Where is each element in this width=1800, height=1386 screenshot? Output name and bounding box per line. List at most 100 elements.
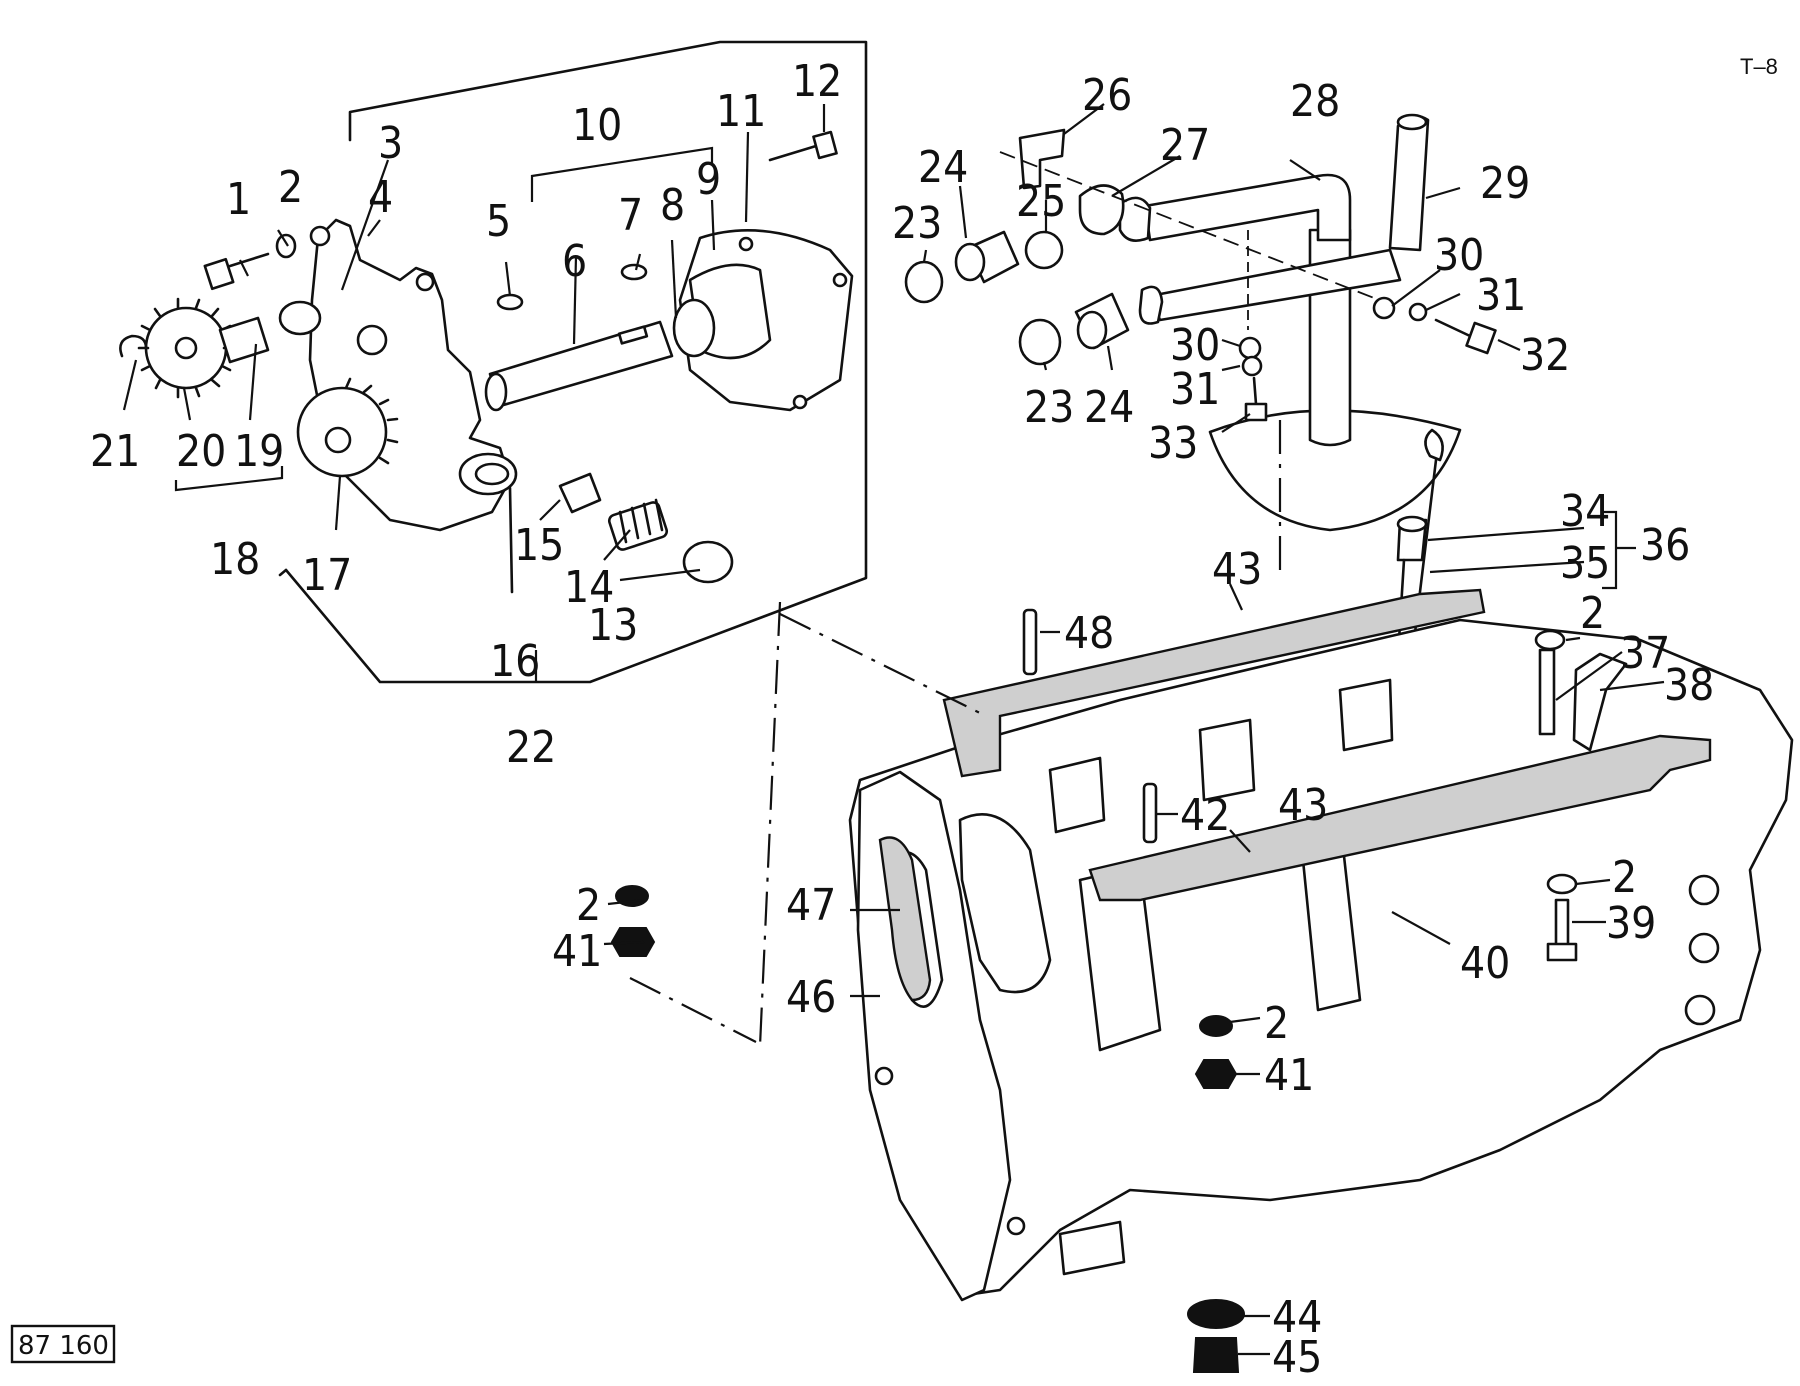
callout-41-center: 41 bbox=[1264, 1050, 1314, 1101]
callout-18: 18 bbox=[210, 534, 260, 585]
callout-40: 40 bbox=[1460, 938, 1510, 989]
seal-23-bottom bbox=[1018, 318, 1062, 366]
gasket-43-bottom bbox=[1088, 734, 1712, 902]
bolt-12 bbox=[768, 130, 838, 162]
callout-10: 10 bbox=[572, 100, 622, 151]
circlip bbox=[119, 334, 148, 358]
callout-30-left: 30 bbox=[1170, 320, 1220, 371]
callout-1: 1 bbox=[226, 174, 251, 225]
page-reference: T–8 bbox=[1740, 54, 1778, 79]
callout-43-top: 43 bbox=[1212, 544, 1262, 595]
relief-plunger bbox=[558, 472, 602, 514]
callout-8: 8 bbox=[660, 180, 685, 231]
callout-32: 32 bbox=[1520, 330, 1570, 381]
callout-33: 33 bbox=[1148, 418, 1198, 469]
delivery-pipe bbox=[1388, 114, 1430, 252]
callout-11: 11 bbox=[716, 86, 766, 137]
callout-6: 6 bbox=[562, 236, 587, 287]
washer-2 bbox=[275, 233, 297, 259]
centerline-flange bbox=[779, 613, 987, 717]
callout-16: 16 bbox=[490, 636, 540, 687]
callout-43-bottom: 43 bbox=[1278, 780, 1328, 831]
callout-30-right: 30 bbox=[1434, 230, 1484, 281]
plug-13 bbox=[682, 540, 734, 584]
pump-shaft bbox=[484, 320, 674, 412]
washer-30-b bbox=[1238, 336, 1262, 360]
drawing-id: 87 160 bbox=[18, 1331, 109, 1361]
washer-2-center bbox=[1199, 1015, 1233, 1037]
callout-45: 45 bbox=[1272, 1332, 1322, 1383]
callout-31-left: 31 bbox=[1170, 364, 1220, 415]
idler-gear bbox=[296, 377, 399, 478]
callout-22: 22 bbox=[506, 722, 556, 773]
drain-washer-44 bbox=[1187, 1299, 1245, 1329]
callout-7: 7 bbox=[618, 190, 643, 241]
stud-42 bbox=[1142, 782, 1158, 844]
gasket-43-top bbox=[942, 588, 1486, 778]
seal-23-top bbox=[904, 260, 944, 304]
callout-27: 27 bbox=[1160, 120, 1210, 171]
callout-21: 21 bbox=[90, 426, 140, 477]
callout-2-center: 2 bbox=[1264, 998, 1289, 1049]
woodruff-key-5 bbox=[496, 293, 524, 311]
pump-cover bbox=[672, 229, 854, 412]
drawing-id-box: 87 160 bbox=[10, 1324, 116, 1364]
screen-stud bbox=[508, 486, 514, 594]
relief-spring bbox=[607, 498, 669, 551]
olive-25 bbox=[1024, 230, 1064, 270]
stud-48 bbox=[1022, 608, 1038, 676]
callout-39: 39 bbox=[1606, 898, 1656, 949]
drive-shaft-hub bbox=[218, 316, 270, 364]
nut-41-center bbox=[1194, 1059, 1238, 1089]
callout-5: 5 bbox=[486, 196, 511, 247]
bolt-37 bbox=[1538, 648, 1556, 736]
callout-2-dipstick: 2 bbox=[1580, 588, 1605, 639]
callout-2-left: 2 bbox=[576, 880, 601, 931]
callout-2: 2 bbox=[278, 162, 303, 213]
clamp-bracket bbox=[1018, 128, 1066, 190]
bolt-32 bbox=[1434, 318, 1497, 355]
callout-26: 26 bbox=[1082, 70, 1132, 121]
leader-lines bbox=[122, 103, 1665, 1356]
callout-24-top: 24 bbox=[918, 142, 968, 193]
callout-41-left: 41 bbox=[552, 926, 602, 977]
callout-23-bottom: 23 bbox=[1024, 382, 1074, 433]
washer-31-b bbox=[1241, 355, 1263, 377]
centerline-nut bbox=[629, 977, 757, 1043]
callout-12: 12 bbox=[792, 56, 842, 107]
bolt-33 bbox=[1244, 376, 1268, 422]
centerline-pump bbox=[758, 601, 782, 1047]
callout-19: 19 bbox=[234, 426, 284, 477]
callout-24-bottom: 24 bbox=[1084, 382, 1134, 433]
callout-13: 13 bbox=[588, 600, 638, 651]
callout-46: 46 bbox=[786, 972, 836, 1023]
washer-31-a bbox=[1408, 302, 1428, 322]
callout-20: 20 bbox=[176, 426, 226, 477]
washer-2-top-right bbox=[1534, 629, 1566, 651]
callout-23-top: 23 bbox=[892, 198, 942, 249]
callout-48: 48 bbox=[1064, 608, 1114, 659]
woodruff-key-7 bbox=[620, 263, 648, 281]
callout-38: 38 bbox=[1664, 660, 1714, 711]
bolt-1 bbox=[203, 252, 270, 291]
suction-pipe-group bbox=[904, 113, 1497, 532]
callout-14: 14 bbox=[564, 562, 614, 613]
callout-28: 28 bbox=[1290, 76, 1340, 127]
callout-35: 35 bbox=[1560, 538, 1610, 589]
bush-3 bbox=[278, 300, 322, 336]
callout-37: 37 bbox=[1620, 628, 1670, 679]
callout-3: 3 bbox=[378, 118, 403, 169]
callout-2-right: 2 bbox=[1612, 852, 1637, 903]
bolt-39 bbox=[1546, 898, 1578, 962]
union-24-top bbox=[954, 230, 1020, 284]
union-24-bottom bbox=[1074, 292, 1130, 350]
callout-31-right: 31 bbox=[1476, 270, 1526, 321]
callout-36: 36 bbox=[1640, 520, 1690, 571]
pipe-clamp bbox=[1078, 184, 1125, 236]
oil-pump-group bbox=[119, 40, 868, 684]
callout-25: 25 bbox=[1016, 176, 1066, 227]
callout-47: 47 bbox=[786, 880, 836, 931]
drain-plug-45 bbox=[1192, 1337, 1240, 1373]
callout-labels: 1 2 3 4 5 6 7 8 9 10 11 12 13 14 15 16 1… bbox=[90, 56, 1714, 1383]
